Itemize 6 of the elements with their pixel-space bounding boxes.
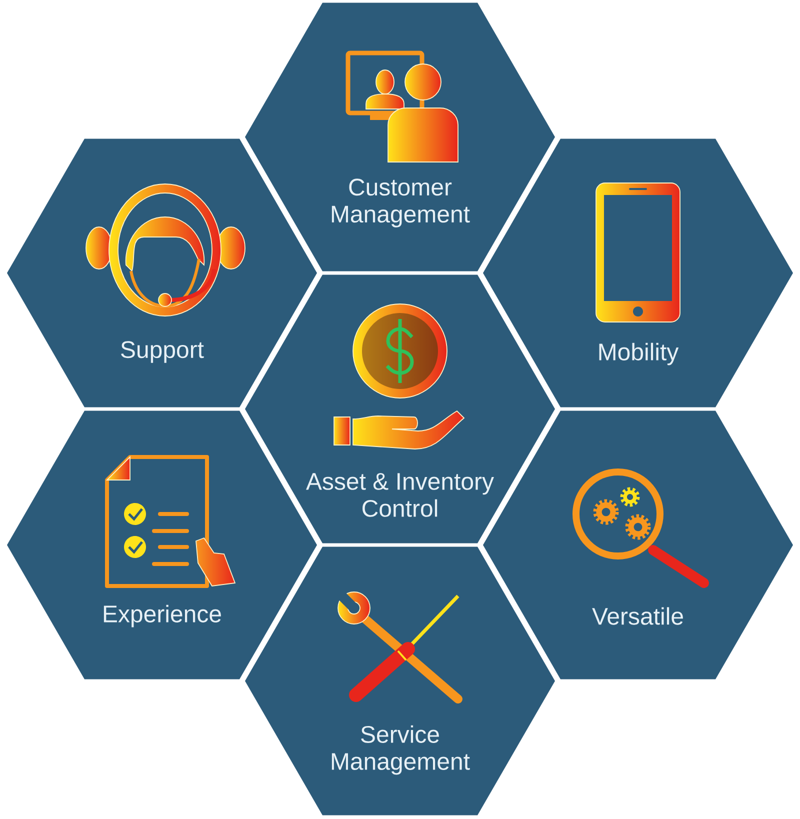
hexagon-tile: Service Management [245,546,555,816]
node-label: Experience [104,604,221,628]
node-label: Support [121,341,204,363]
node-label: Versatile [592,607,683,625]
node-label: Asset & Inventory Control [306,473,494,517]
node-label: Mobility [599,342,679,366]
